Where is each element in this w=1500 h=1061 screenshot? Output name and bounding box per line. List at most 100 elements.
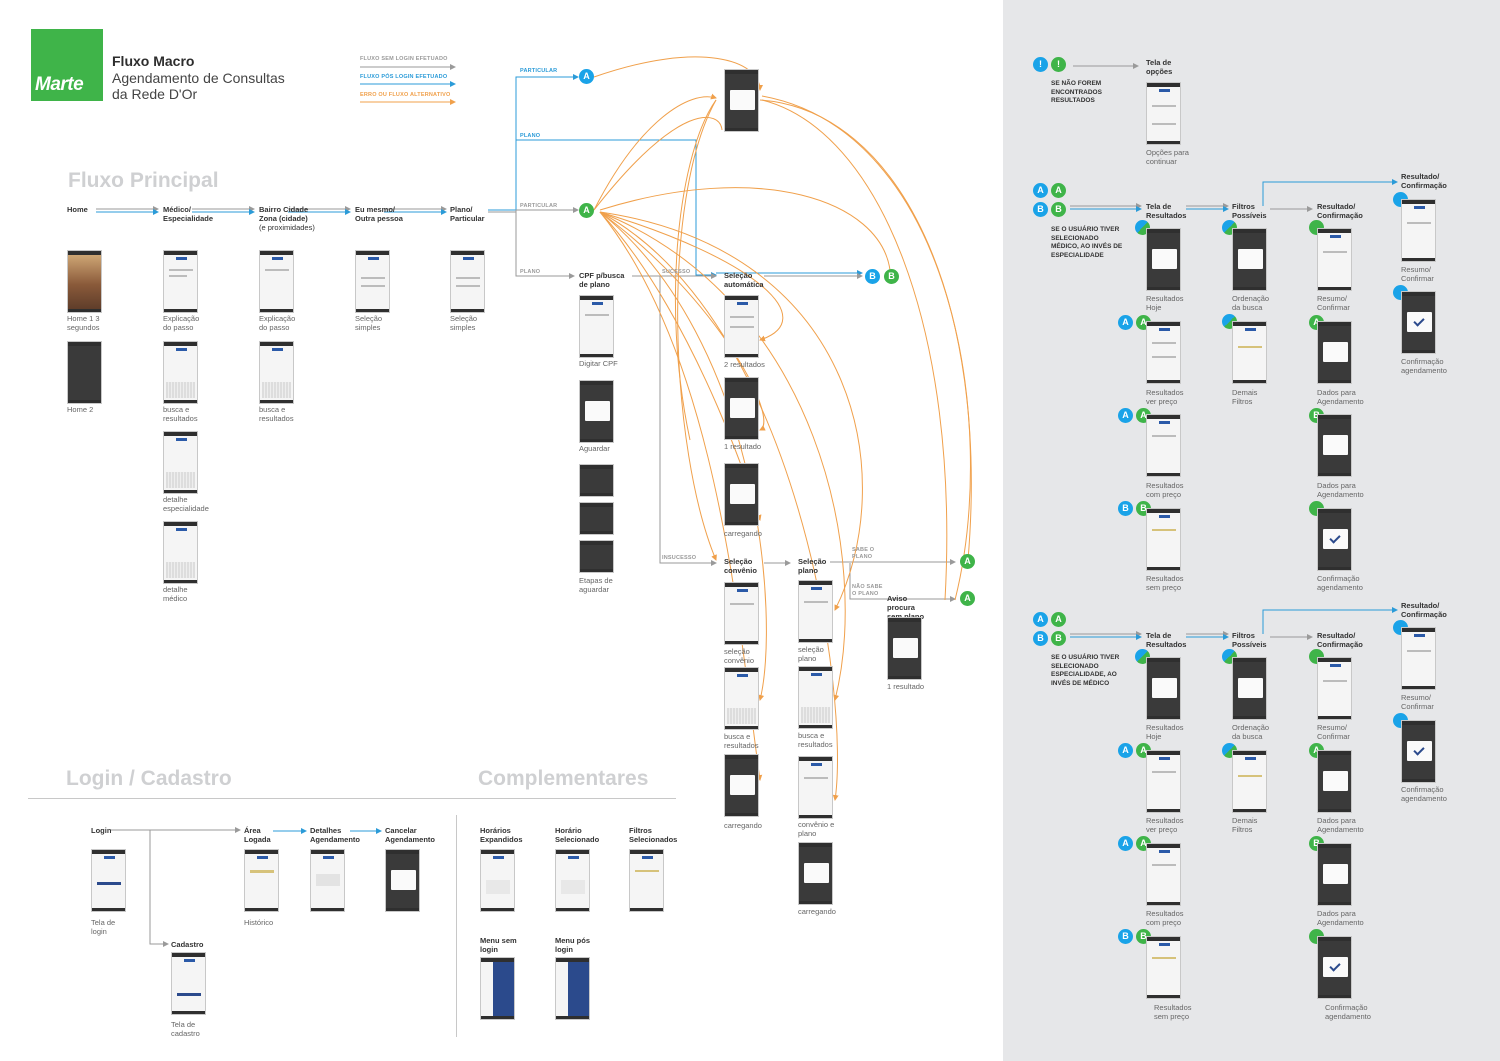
caption-eu-mesmo: Seleção simples (355, 314, 383, 332)
caption-2-resultados: 2 resultados (724, 360, 765, 369)
g2-badge-compreco-a1: A (1118, 836, 1133, 851)
g1-label-resultados: Tela de Resultados (1146, 202, 1187, 220)
g1-screen-resumo (1317, 228, 1352, 291)
caption-plano-particular: Seleção simples (450, 314, 478, 332)
step-selecao-automatica: Seleção automática (724, 271, 764, 289)
section-login-cadastro: Login / Cadastro (66, 767, 232, 790)
screen-convenio-busca (724, 667, 759, 730)
g1-badge-compreco-a1: A (1118, 408, 1133, 423)
tag-plano-top: PLANO (520, 133, 541, 139)
section-divider-vertical (456, 815, 457, 1037)
step-home: Home (67, 205, 88, 214)
screen-plano-particular (450, 250, 485, 313)
caption-digitar-cpf: Digitar CPF (579, 359, 618, 368)
screen-etapa-3 (579, 540, 614, 573)
comp-horario-selecionado: Horário Selecionado (555, 826, 600, 844)
screen-plano-carregando (798, 842, 833, 905)
screen-home-2 (67, 341, 102, 404)
caption-historico: Histórico (244, 918, 274, 927)
screen-home-1 (67, 250, 102, 313)
tag-sabe-plano: SABE O PLANO (852, 547, 875, 560)
g2-screen-ver-preco (1146, 750, 1181, 813)
screen-carregando-top (724, 69, 759, 132)
g1-caption-sem-preco: Resultados sem preço (1146, 574, 1184, 592)
g1-screen-confirmacao (1317, 508, 1352, 571)
screen-horarios-expandidos (480, 849, 515, 912)
connector-a-green: A (579, 203, 594, 218)
check-icon (1413, 744, 1425, 756)
step-aviso-sem-plano: Aviso procura sem plano (887, 594, 924, 621)
screen-1-resultado (724, 377, 759, 440)
g2-caption-confirmacao: Confirmação agendamento (1325, 1003, 1371, 1021)
diagram-subtitle: Agendamento de Consultas da Rede D'Or (112, 70, 285, 102)
g2-badge-a1: A (1033, 612, 1048, 627)
caption-convenio-carregando: carregando (724, 821, 762, 830)
g2-caption-ver-preco: Resultados ver preço (1146, 816, 1184, 834)
screen-2-resultados (724, 295, 759, 358)
screen-cancelar-agendamento (385, 849, 420, 912)
screen-opcoes (1146, 82, 1181, 145)
g1-caption-dados-b: Dados para Agendamento (1317, 481, 1364, 499)
g2-caption-dados-a: Dados para Agendamento (1317, 816, 1364, 834)
g1-caption-ordenacao: Ordenação da busca (1232, 294, 1270, 312)
screen-selecao-convenio (724, 582, 759, 645)
g1-label-resultado-confirmacao: Resultado/ Confirmação (1317, 202, 1363, 220)
g2-screen-dados-a (1317, 750, 1352, 813)
screen-tela-cadastro (171, 952, 206, 1015)
g2-screen-hoje (1146, 657, 1181, 720)
g1-badge-verpreco-a1: A (1118, 315, 1133, 330)
caption-medico-busca: busca e resultados (163, 405, 198, 423)
tag-sucesso: SUCESSO (662, 269, 691, 275)
g1-badge-a2: A (1051, 183, 1066, 198)
connector-b-blue: B (865, 269, 880, 284)
screen-detalhe-especialidade (163, 431, 198, 494)
marte-logo: Marte (31, 29, 103, 101)
g2-badge-a2: A (1051, 612, 1066, 627)
g2-caption-resumo2: Resumo/ Confirmar (1401, 693, 1434, 711)
screen-horario-selecionado (555, 849, 590, 912)
g2-screen-confirmacao (1317, 936, 1352, 999)
g2-screen-resumo (1317, 657, 1352, 720)
tag-insucesso: INSUCESSO (662, 555, 697, 561)
connector-a-sabe: A (960, 554, 975, 569)
check-icon (1329, 960, 1341, 972)
g2-caption-ordenacao: Ordenação da busca (1232, 723, 1270, 741)
g2-screen-resumo2 (1401, 627, 1436, 690)
g1-caption-ver-preco: Resultados ver preço (1146, 388, 1184, 406)
caption-etapas: Etapas de aguardar (579, 576, 613, 594)
tag-particular-mid: PARTICULAR (520, 203, 558, 209)
g1-screen-ordenacao (1232, 228, 1267, 291)
g2-screen-ordenacao (1232, 657, 1267, 720)
section-fluxo-principal: Fluxo Principal (68, 169, 219, 192)
g1-label-resultado-confirmacao-2: Resultado/ Confirmação (1401, 172, 1447, 190)
g1-screen-resumo2 (1401, 199, 1436, 262)
screen-bairro-busca (259, 341, 294, 404)
g2-label-resultado-confirmacao: Resultado/ Confirmação (1317, 631, 1363, 649)
caption-bairro-busca: busca e resultados (259, 405, 294, 423)
g1-screen-hoje (1146, 228, 1181, 291)
g2-note: SE O USUÁRIO TIVER SELECIONADO ESPECIALI… (1051, 654, 1120, 687)
g2-screen-demais-filtros (1232, 750, 1267, 813)
g2-caption-hoje: Resultados Hoje (1146, 723, 1184, 741)
connector-a-nao-sabe: A (960, 591, 975, 606)
g2-badge-b2: B (1051, 631, 1066, 646)
g2-screen-confirmacao2 (1401, 720, 1436, 783)
legend-sem-login: FLUXO SEM LOGIN EFETUADO (360, 56, 448, 62)
diagram-title: Fluxo Macro (112, 53, 195, 69)
screen-aviso-sem-plano (887, 617, 922, 680)
screen-menu-sem-login (480, 957, 515, 1020)
caption-carregando-auto: carregando (724, 529, 762, 538)
legend-pos-login: FLUXO PÓS LOGIN EFETUADO (360, 74, 448, 80)
g2-caption-dados-b: Dados para Agendamento (1317, 909, 1364, 927)
caption-detalhe-especialidade: detalhe especialidade (163, 495, 209, 513)
g1-caption-dados-a: Dados para Agendamento (1317, 388, 1364, 406)
g1-note: SE O USUÁRIO TIVER SELECIONADO MÉDICO, A… (1051, 226, 1123, 259)
step-cpf: CPF p/busca de plano (579, 271, 625, 289)
screen-etapa-2 (579, 502, 614, 535)
screen-digitar-cpf (579, 295, 614, 358)
screen-detalhes-agendamento (310, 849, 345, 912)
connector-a-blue: A (579, 69, 594, 84)
g2-label-filtros: Filtros Possíveis (1232, 631, 1267, 649)
caption-plano-busca: busca e resultados (798, 731, 833, 749)
section-divider (28, 798, 676, 799)
